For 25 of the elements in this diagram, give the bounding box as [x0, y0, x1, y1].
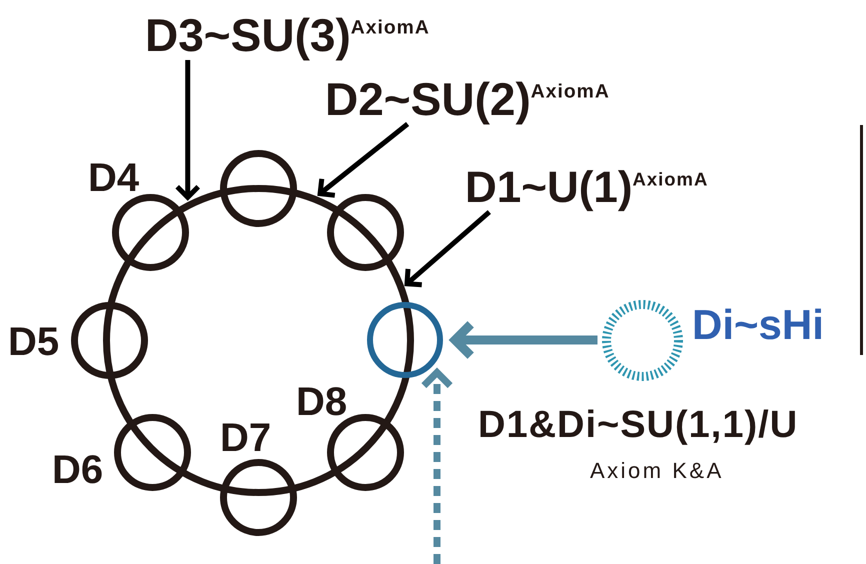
equation-label: D1&Di~SU(1,1)/U [478, 406, 798, 444]
arrow [318, 122, 410, 198]
circle-symbol [220, 150, 296, 226]
arrow [404, 210, 491, 288]
formula-label: D1~U(1)$^{AxiomA}$ [465, 166, 708, 210]
arrow [450, 320, 598, 360]
formula-label: D2~SU(2)$^{AxiomA}$ [325, 76, 610, 122]
circle-label: D5 [8, 322, 60, 362]
circle-label: D4 [88, 158, 140, 198]
dashed-circle [602, 300, 682, 380]
circle-label: D6 [52, 450, 104, 490]
circle-symbol [220, 458, 296, 536]
formula-label: D3~SU(3)$^{AxiomA}$ [145, 12, 430, 58]
circle-label: D7 [220, 418, 272, 458]
circle-symbol [70, 302, 148, 378]
circle-symbol [112, 194, 188, 270]
arrow [420, 369, 454, 564]
circle-label: Di~sHi [692, 304, 824, 346]
circle-symbol [114, 414, 190, 490]
circle-symbol [326, 414, 404, 490]
circle-label: D8 [296, 382, 348, 422]
arrow [174, 60, 201, 200]
circle-symbol [367, 302, 443, 378]
circle-symbol [326, 194, 404, 270]
axiom-label: Axiom K&A [590, 460, 724, 482]
